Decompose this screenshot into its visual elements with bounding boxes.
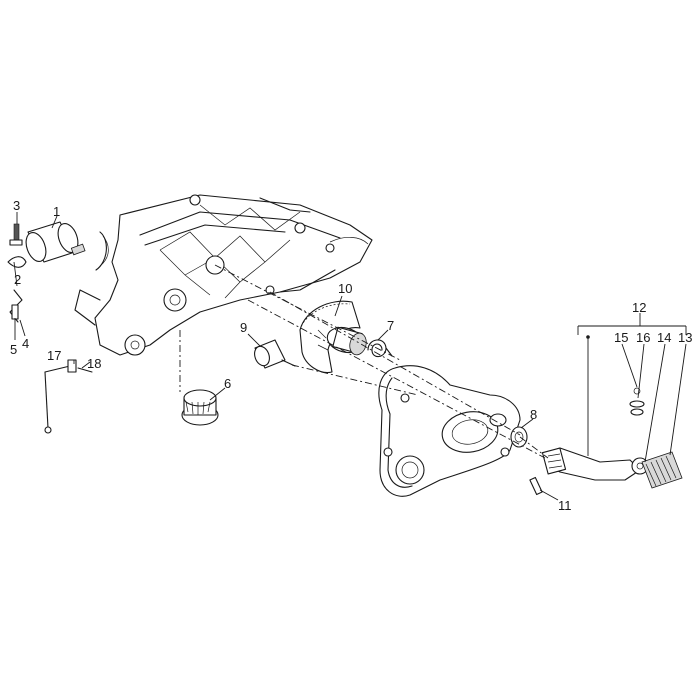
ground-cable [44, 359, 93, 434]
callout-17: 17 [47, 348, 61, 363]
callout-10: 10 [338, 281, 352, 296]
callout-15: 15 [614, 330, 628, 345]
callout-7: 7 [387, 318, 394, 333]
callout-14: 14 [657, 330, 671, 345]
callout-4: 4 [22, 336, 29, 351]
pedal-rubber [641, 451, 683, 489]
clamp-screw [529, 476, 543, 496]
callout-18: 18 [87, 356, 101, 371]
callout-5: 5 [10, 342, 17, 357]
pinion [254, 339, 296, 369]
sector-gear [299, 300, 367, 374]
kickstart-lever [541, 447, 649, 481]
callout-13: 13 [678, 330, 692, 345]
callout-6: 6 [224, 376, 231, 391]
callout-9: 9 [240, 320, 247, 335]
callout-labels: 1 2 3 4 5 6 7 8 9 10 11 12 13 14 15 16 1… [10, 198, 692, 513]
assembly-lines [179, 264, 549, 459]
leader-lines [13, 212, 687, 501]
callout-11: 11 [558, 498, 572, 513]
starter-motor [25, 221, 109, 271]
callout-12: 12 [632, 300, 646, 315]
return-spring [367, 339, 393, 358]
callout-1: 1 [53, 204, 60, 219]
callout-8: 8 [530, 407, 537, 422]
callout-16: 16 [636, 330, 650, 345]
callout-3: 3 [13, 198, 20, 213]
transmission-cover [378, 365, 521, 497]
lever-pin-parts [629, 387, 645, 416]
callout-2: 2 [14, 272, 21, 287]
drive-gear [181, 389, 219, 426]
